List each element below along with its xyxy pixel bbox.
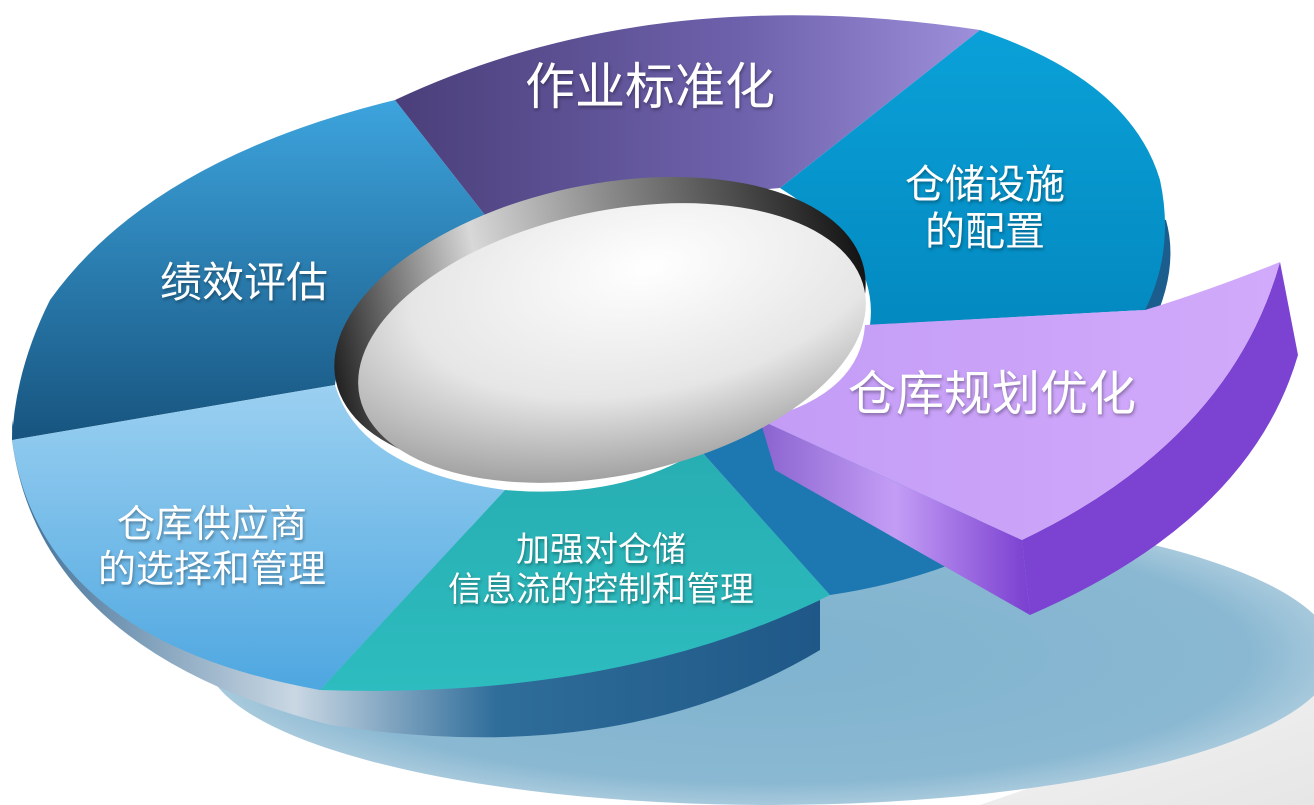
hub-top [358, 203, 866, 483]
label-supplier-line-1: 仓库供应商 [117, 502, 308, 546]
segment-standard [395, 15, 980, 228]
label-info: 加强对仓储 信息流的控制和管理 [448, 530, 754, 610]
label-info-line-1: 加强对仓储 [516, 530, 686, 570]
segment-optimize-side [760, 420, 1030, 615]
label-optimize-line-1: 仓库规划优化 [848, 366, 1137, 422]
label-standard-line-1: 作业标准化 [525, 58, 775, 116]
segment-optimize [760, 262, 1280, 540]
segment-info [320, 450, 830, 691]
segment-supplier [12, 385, 505, 690]
label-performance-line-1: 绩效评估 [160, 258, 329, 307]
label-facility-line-1: 仓储设施 [905, 162, 1065, 208]
label-supplier-line-2: 的选择和管理 [98, 546, 327, 591]
label-facility: 仓储设施 的配置 [905, 162, 1065, 256]
label-supplier: 仓库供应商 的选择和管理 [98, 502, 326, 592]
label-performance: 绩效评估 [160, 258, 328, 308]
segment-facility [780, 30, 1165, 325]
segment-optimize-outer [1022, 262, 1298, 615]
label-facility-line-2: 的配置 [925, 209, 1045, 256]
segment-performance [12, 100, 495, 440]
label-optimize: 仓库规划优化 [848, 366, 1136, 423]
label-standard: 作业标准化 [525, 58, 775, 117]
label-info-line-2: 信息流的控制和管理 [448, 570, 754, 611]
